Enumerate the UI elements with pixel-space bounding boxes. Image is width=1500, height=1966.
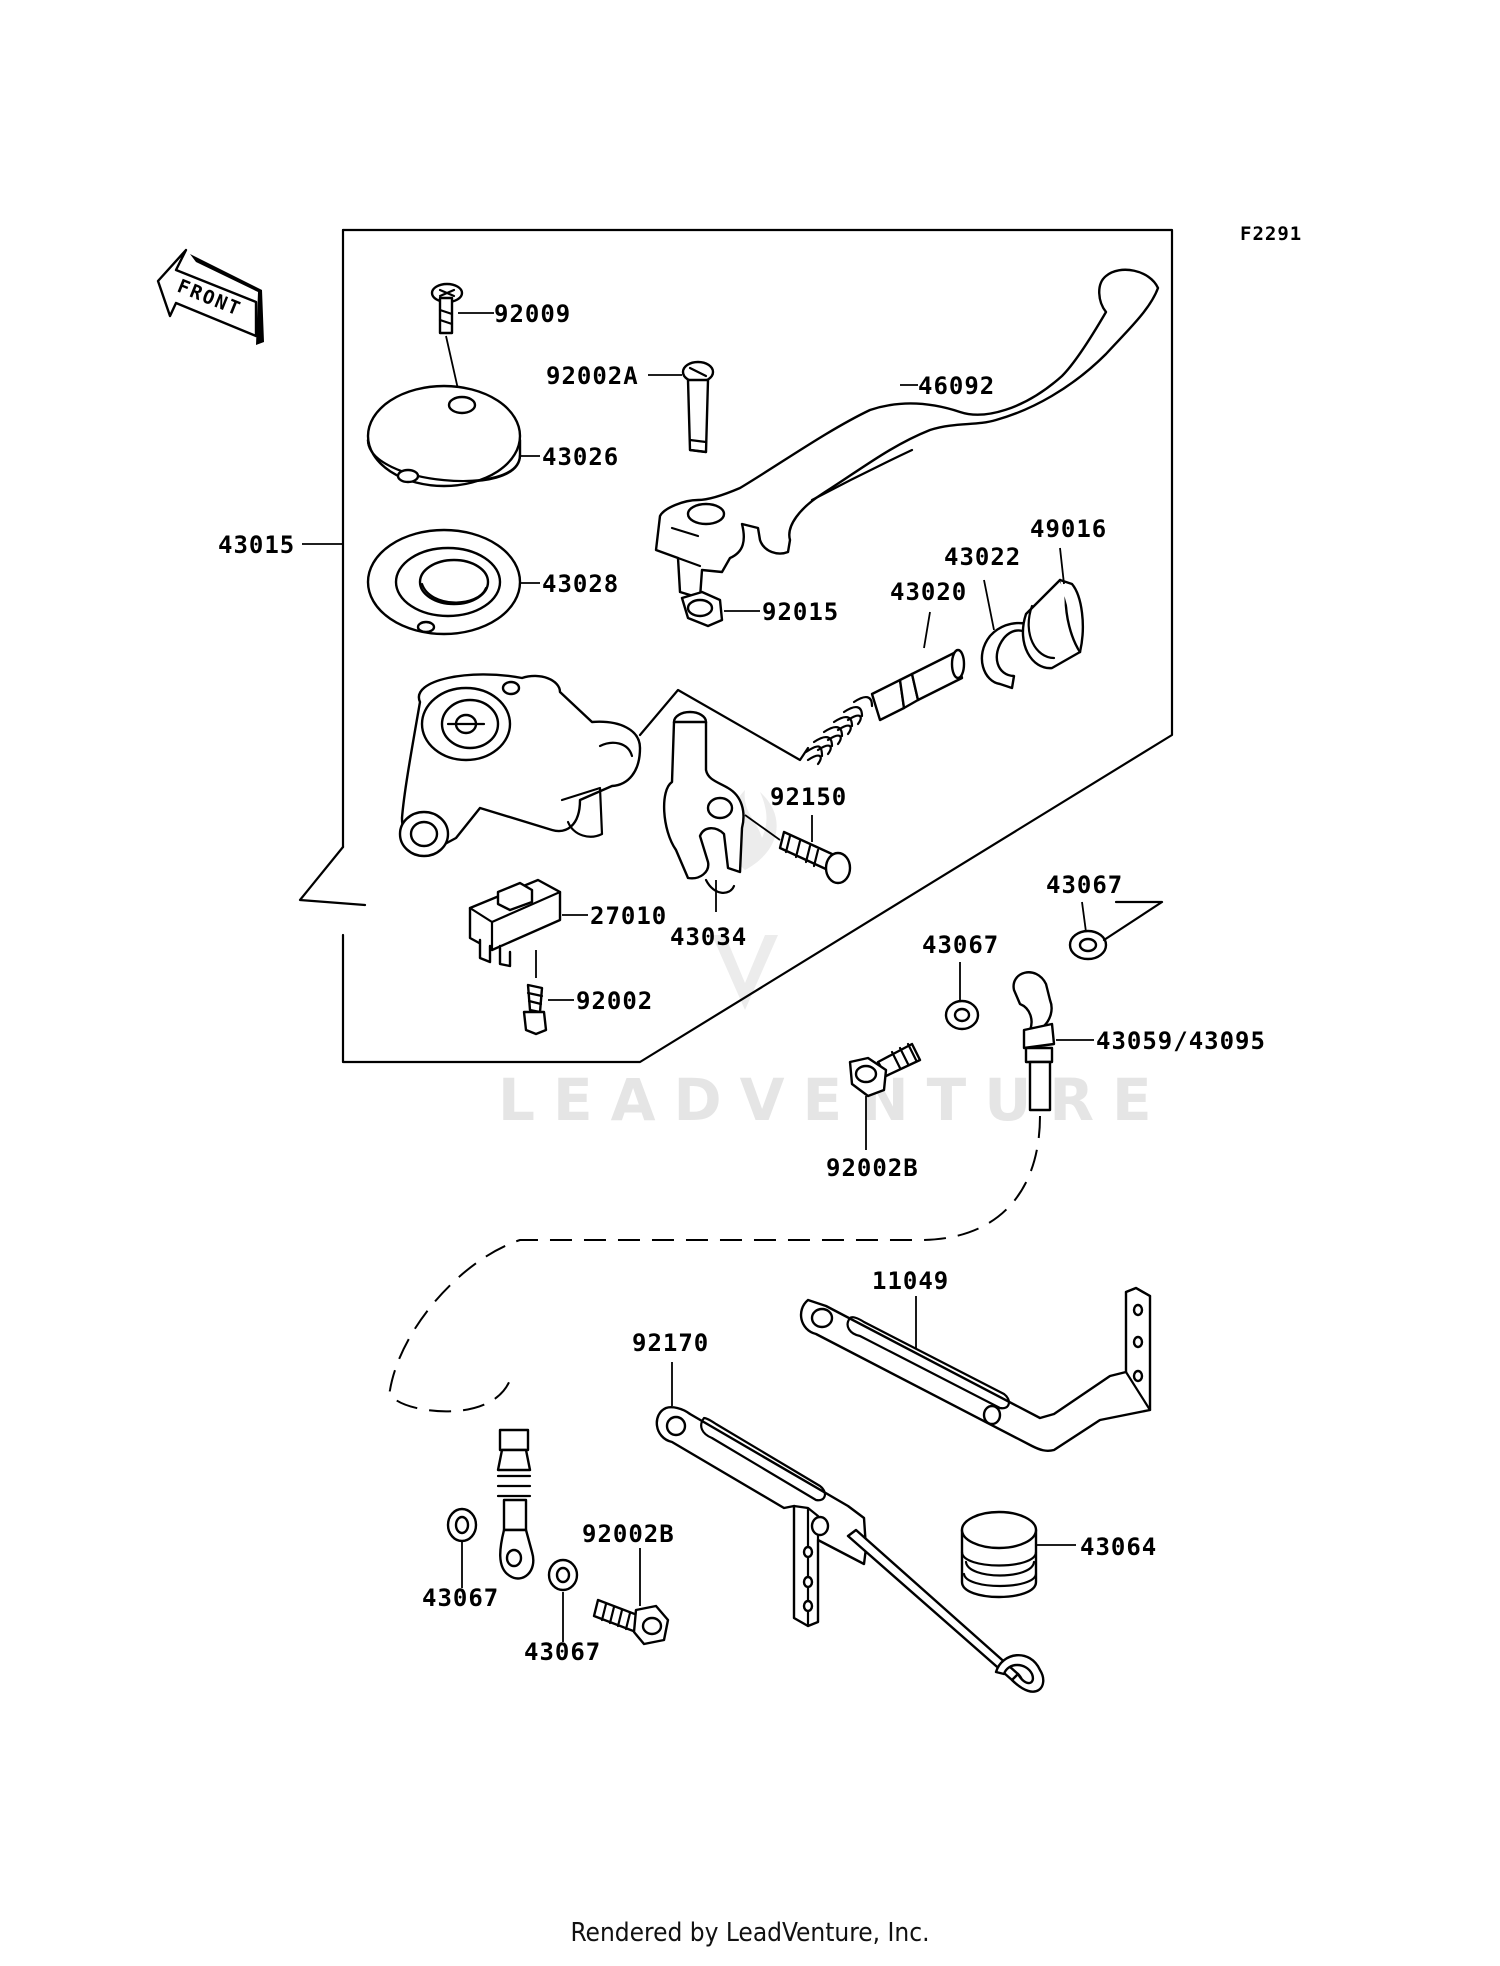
- footer-credit: Rendered by LeadVenture, Inc.: [570, 1918, 930, 1948]
- leadventure-watermark: LEADVENTURE: [498, 790, 1170, 1134]
- label-43067-lower-middle: 43067: [524, 1638, 601, 1666]
- banjo-bolt-92002B-lower: [592, 1548, 670, 1646]
- brake-lever-46092: [654, 268, 1160, 600]
- banjo-bolt-92002B-upper: [848, 1042, 922, 1150]
- label-11049: 11049: [872, 1267, 949, 1295]
- label-92170: 92170: [632, 1329, 709, 1357]
- master-cylinder-body: [398, 673, 642, 858]
- holder-clamp-43034: [662, 710, 745, 912]
- label-92002: 92002: [576, 987, 653, 1015]
- washer-43067-middle: [944, 962, 980, 1031]
- label-43059-43095: 43059/43095: [1096, 1027, 1266, 1055]
- reservoir-cap-43026: [366, 384, 540, 488]
- label-92150: 92150: [770, 783, 847, 811]
- label-92015: 92015: [762, 598, 839, 626]
- washer-43067-right: [1068, 900, 1164, 961]
- boot-49016: [1021, 547, 1085, 670]
- label-92002B-upper: 92002B: [826, 1154, 919, 1182]
- label-27010: 27010: [590, 902, 667, 930]
- diaphragm-43028: [366, 528, 540, 636]
- label-46092: 46092: [918, 372, 995, 400]
- bolt-92150: [744, 814, 852, 885]
- label-43022: 43022: [944, 543, 1021, 571]
- label-43015: 43015: [218, 531, 295, 559]
- label-49016: 49016: [1030, 515, 1107, 543]
- pivot-bolt-92002A: [648, 360, 715, 454]
- grommet-43064: [960, 1510, 1076, 1599]
- label-43034: 43034: [670, 923, 747, 951]
- label-92002A: 92002A: [546, 362, 639, 390]
- bracket-11049: [799, 1286, 1152, 1452]
- label-43067-upper-right: 43067: [1046, 871, 1123, 899]
- washer-43067-lower-left: [446, 1507, 478, 1588]
- screw-92009: [430, 282, 494, 399]
- master-cylinder-assembly-outline: [298, 228, 1174, 1064]
- label-43064: 43064: [1080, 1533, 1157, 1561]
- brake-switch-27010: [468, 878, 588, 968]
- label-43028: 43028: [542, 570, 619, 598]
- label-43067-upper-middle: 43067: [922, 931, 999, 959]
- screw-92002: [522, 950, 574, 1036]
- bracket-92170: [655, 1362, 1045, 1693]
- label-43026: 43026: [542, 443, 619, 471]
- piston-assy-43020: [804, 611, 966, 766]
- front-direction-arrow-icon: FRONT: [156, 248, 264, 345]
- brake-hose-43059-43095: [388, 971, 1094, 1580]
- washer-43067-lower-middle: [547, 1558, 579, 1642]
- label-43020: 43020: [890, 578, 967, 606]
- figure-id: F2291: [1240, 223, 1302, 245]
- nut-92015: [680, 590, 760, 628]
- label-92002B-lower: 92002B: [582, 1520, 675, 1548]
- label-92009: 92009: [494, 300, 571, 328]
- label-43067-lower-left: 43067: [422, 1584, 499, 1612]
- watermark-text: LEADVENTURE: [498, 1066, 1170, 1134]
